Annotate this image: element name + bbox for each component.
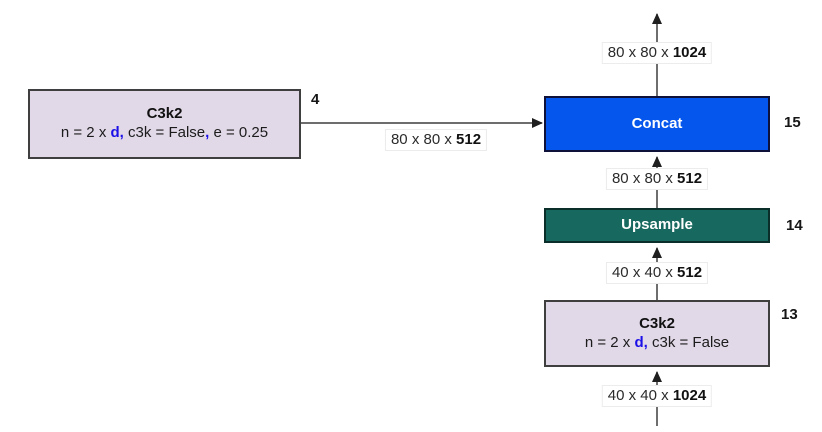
dim-label-output-top: 80 x 80 x 1024 [601, 42, 713, 65]
node-c3k2-4-params: n = 2 x d, c3k = False, e = 0.25 [60, 124, 269, 141]
node-index-15: 15 [784, 114, 801, 131]
node-c3k2-13-params: n = 2 x d, c3k = False [584, 333, 730, 351]
node-upsample-14-title: Upsample [621, 216, 693, 234]
node-index-14: 14 [786, 217, 803, 234]
node-c3k2-4-title: C3k2 [146, 105, 183, 123]
dim-label-upsample-input: 40 x 40 x 512 [605, 262, 709, 285]
node-c3k2-13-title: C3k2 [639, 314, 675, 332]
node-concat-15-title: Concat [631, 114, 683, 132]
dim-label-concat-input: 80 x 80 x 512 [605, 168, 709, 191]
node-c3k2-13: C3k2 n = 2 x d, c3k = False [544, 300, 770, 367]
node-concat-15: Concat [544, 96, 770, 152]
node-c3k2-4: C3k2 n = 2 x d, c3k = False, e = 0.25 [28, 89, 301, 159]
node-upsample-14: Upsample [544, 208, 770, 243]
dim-label-c3k2-input: 40 x 40 x 1024 [601, 385, 713, 408]
node-index-13: 13 [781, 306, 798, 323]
node-index-4: 4 [311, 91, 320, 108]
dim-label-skip-connection: 80 x 80 x 512 [384, 129, 488, 152]
